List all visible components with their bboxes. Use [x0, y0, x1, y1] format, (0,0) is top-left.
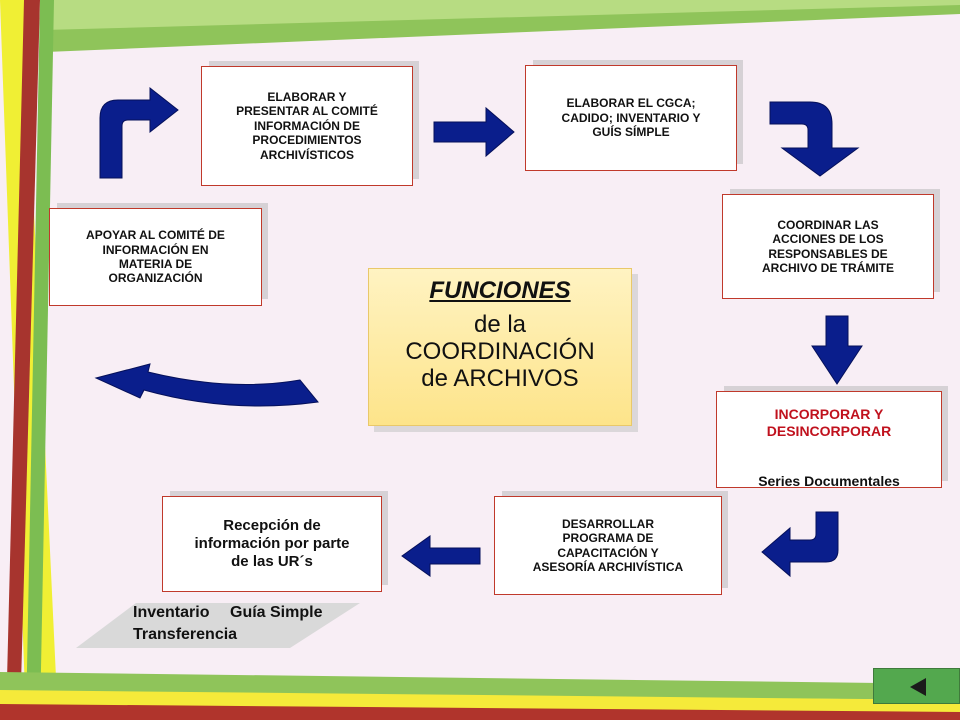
box-desarrollar-text: DESARROLLAR PROGRAMA DE CAPACITACIÓN Y A… [532, 516, 684, 574]
box-recepcion: Recepción de información por parte de la… [162, 496, 382, 592]
box-coordinar-text: COORDINAR LAS ACCIONES DE LOS RESPONSABL… [762, 217, 894, 275]
curved-arrow-up-right [99, 86, 179, 179]
note-transferencia: Transferencia [133, 626, 238, 643]
note-guia-simple: Guía Simple [230, 604, 323, 621]
box-apoyar-text: APOYAR AL COMITÉ DE INFORMACIÓN EN MATER… [86, 228, 225, 286]
box-elaborar-cgca-text: ELABORAR EL CGCA; CADIDO; INVENTARIO Y G… [561, 96, 701, 140]
box-apoyar: APOYAR AL COMITÉ DE INFORMACIÓN EN MATER… [49, 208, 262, 306]
left-red-band [6, 0, 40, 720]
box-incorporar-text: INCORPORAR Y DESINCORPORAR Series Docume… [758, 389, 900, 490]
top-green-highlight [40, 0, 960, 30]
box-incorporar: INCORPORAR Y DESINCORPORAR Series Docume… [716, 389, 942, 490]
box-elaborar-presentar-text: ELABORAR Y PRESENTAR AL COMITÉ INFORMACI… [236, 90, 378, 162]
arrow-right-top [433, 106, 515, 158]
bottom-red-band [0, 704, 960, 720]
curved-arrow-left-sweep [94, 363, 319, 407]
box-desarrollar: DESARROLLAR PROGRAMA DE CAPACITACIÓN Y A… [494, 496, 722, 595]
notes-background [76, 603, 360, 648]
center-functions-box: FUNCIONES de la COORDINACIÓN de ARCHIVOS [368, 268, 632, 426]
arrow-down-right [811, 315, 863, 385]
triangle-left-icon [910, 678, 926, 696]
center-title: FUNCIONES [429, 277, 571, 304]
box-elaborar-presentar: ELABORAR Y PRESENTAR AL COMITÉ INFORMACI… [201, 66, 413, 186]
previous-slide-button[interactable] [873, 668, 960, 704]
note-inventario: Inventario [133, 604, 210, 621]
box-coordinar: COORDINAR LAS ACCIONES DE LOS RESPONSABL… [722, 194, 934, 299]
box-incorporar-rest: Series Documentales [758, 473, 900, 490]
curved-arrow-right-down [769, 101, 860, 177]
box-elaborar-cgca: ELABORAR EL CGCA; CADIDO; INVENTARIO Y G… [525, 65, 737, 171]
box-recepcion-text: Recepción de información por parte de la… [194, 517, 350, 570]
center-subtitle: de la COORDINACIÓN de ARCHIVOS [405, 311, 595, 393]
box-incorporar-highlight: INCORPORAR Y DESINCORPORAR [766, 405, 892, 439]
curved-arrow-down-left [761, 511, 839, 578]
left-green-band [26, 0, 54, 720]
arrow-left-bottom [401, 535, 481, 577]
